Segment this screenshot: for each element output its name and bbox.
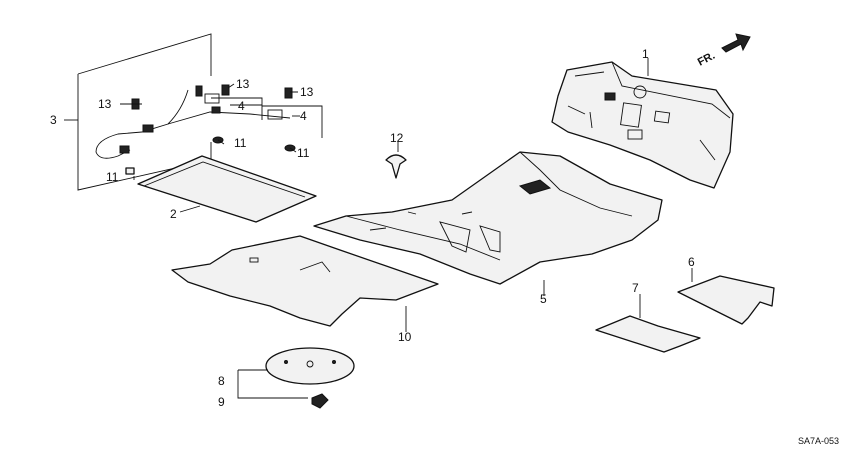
part-floor-carpet xyxy=(313,151,663,285)
part-dash-insulator xyxy=(551,61,734,189)
callout-label: 10 xyxy=(398,330,412,344)
part-spare-cover xyxy=(265,347,355,385)
part-mat-7 xyxy=(595,315,701,353)
leader-lines xyxy=(120,58,693,399)
callout-label: 9 xyxy=(218,395,225,409)
callout-label: 5 xyxy=(540,292,547,306)
front-direction-arrow: FR. xyxy=(696,33,751,69)
part-fastener-9 xyxy=(311,393,329,409)
callout-label: 4 xyxy=(300,109,307,123)
part-clip xyxy=(385,154,407,179)
direction-label: FR. xyxy=(696,50,717,69)
callout-label: 6 xyxy=(688,255,695,269)
callout-labels: 1 2 3 4 4 5 6 7 8 9 10 11 11 11 12 13 13… xyxy=(50,47,695,409)
diagram-code: SA7A-053 xyxy=(798,436,839,446)
callout-label: 2 xyxy=(170,207,177,221)
callout-label: 13 xyxy=(98,97,112,111)
callout-label: 13 xyxy=(300,85,314,99)
part-wire-harness xyxy=(95,85,291,159)
arrow-icon xyxy=(721,33,751,53)
callout-label: 13 xyxy=(236,77,250,91)
callout-label: 1 xyxy=(642,47,649,61)
callout-label: 3 xyxy=(50,113,57,127)
callout-label: 8 xyxy=(218,374,225,388)
callout-label: 11 xyxy=(234,136,247,150)
callout-label: 4 xyxy=(238,99,245,113)
part-rear-mat xyxy=(171,235,439,327)
part-mat-6 xyxy=(677,275,775,325)
callout-label: 11 xyxy=(297,146,310,160)
callout-label: 7 xyxy=(632,281,639,295)
callout-label: 12 xyxy=(390,131,404,145)
harness-group-bracket xyxy=(64,33,323,191)
callout-label: 11 xyxy=(106,170,119,184)
part-luggage-mat xyxy=(137,155,317,223)
